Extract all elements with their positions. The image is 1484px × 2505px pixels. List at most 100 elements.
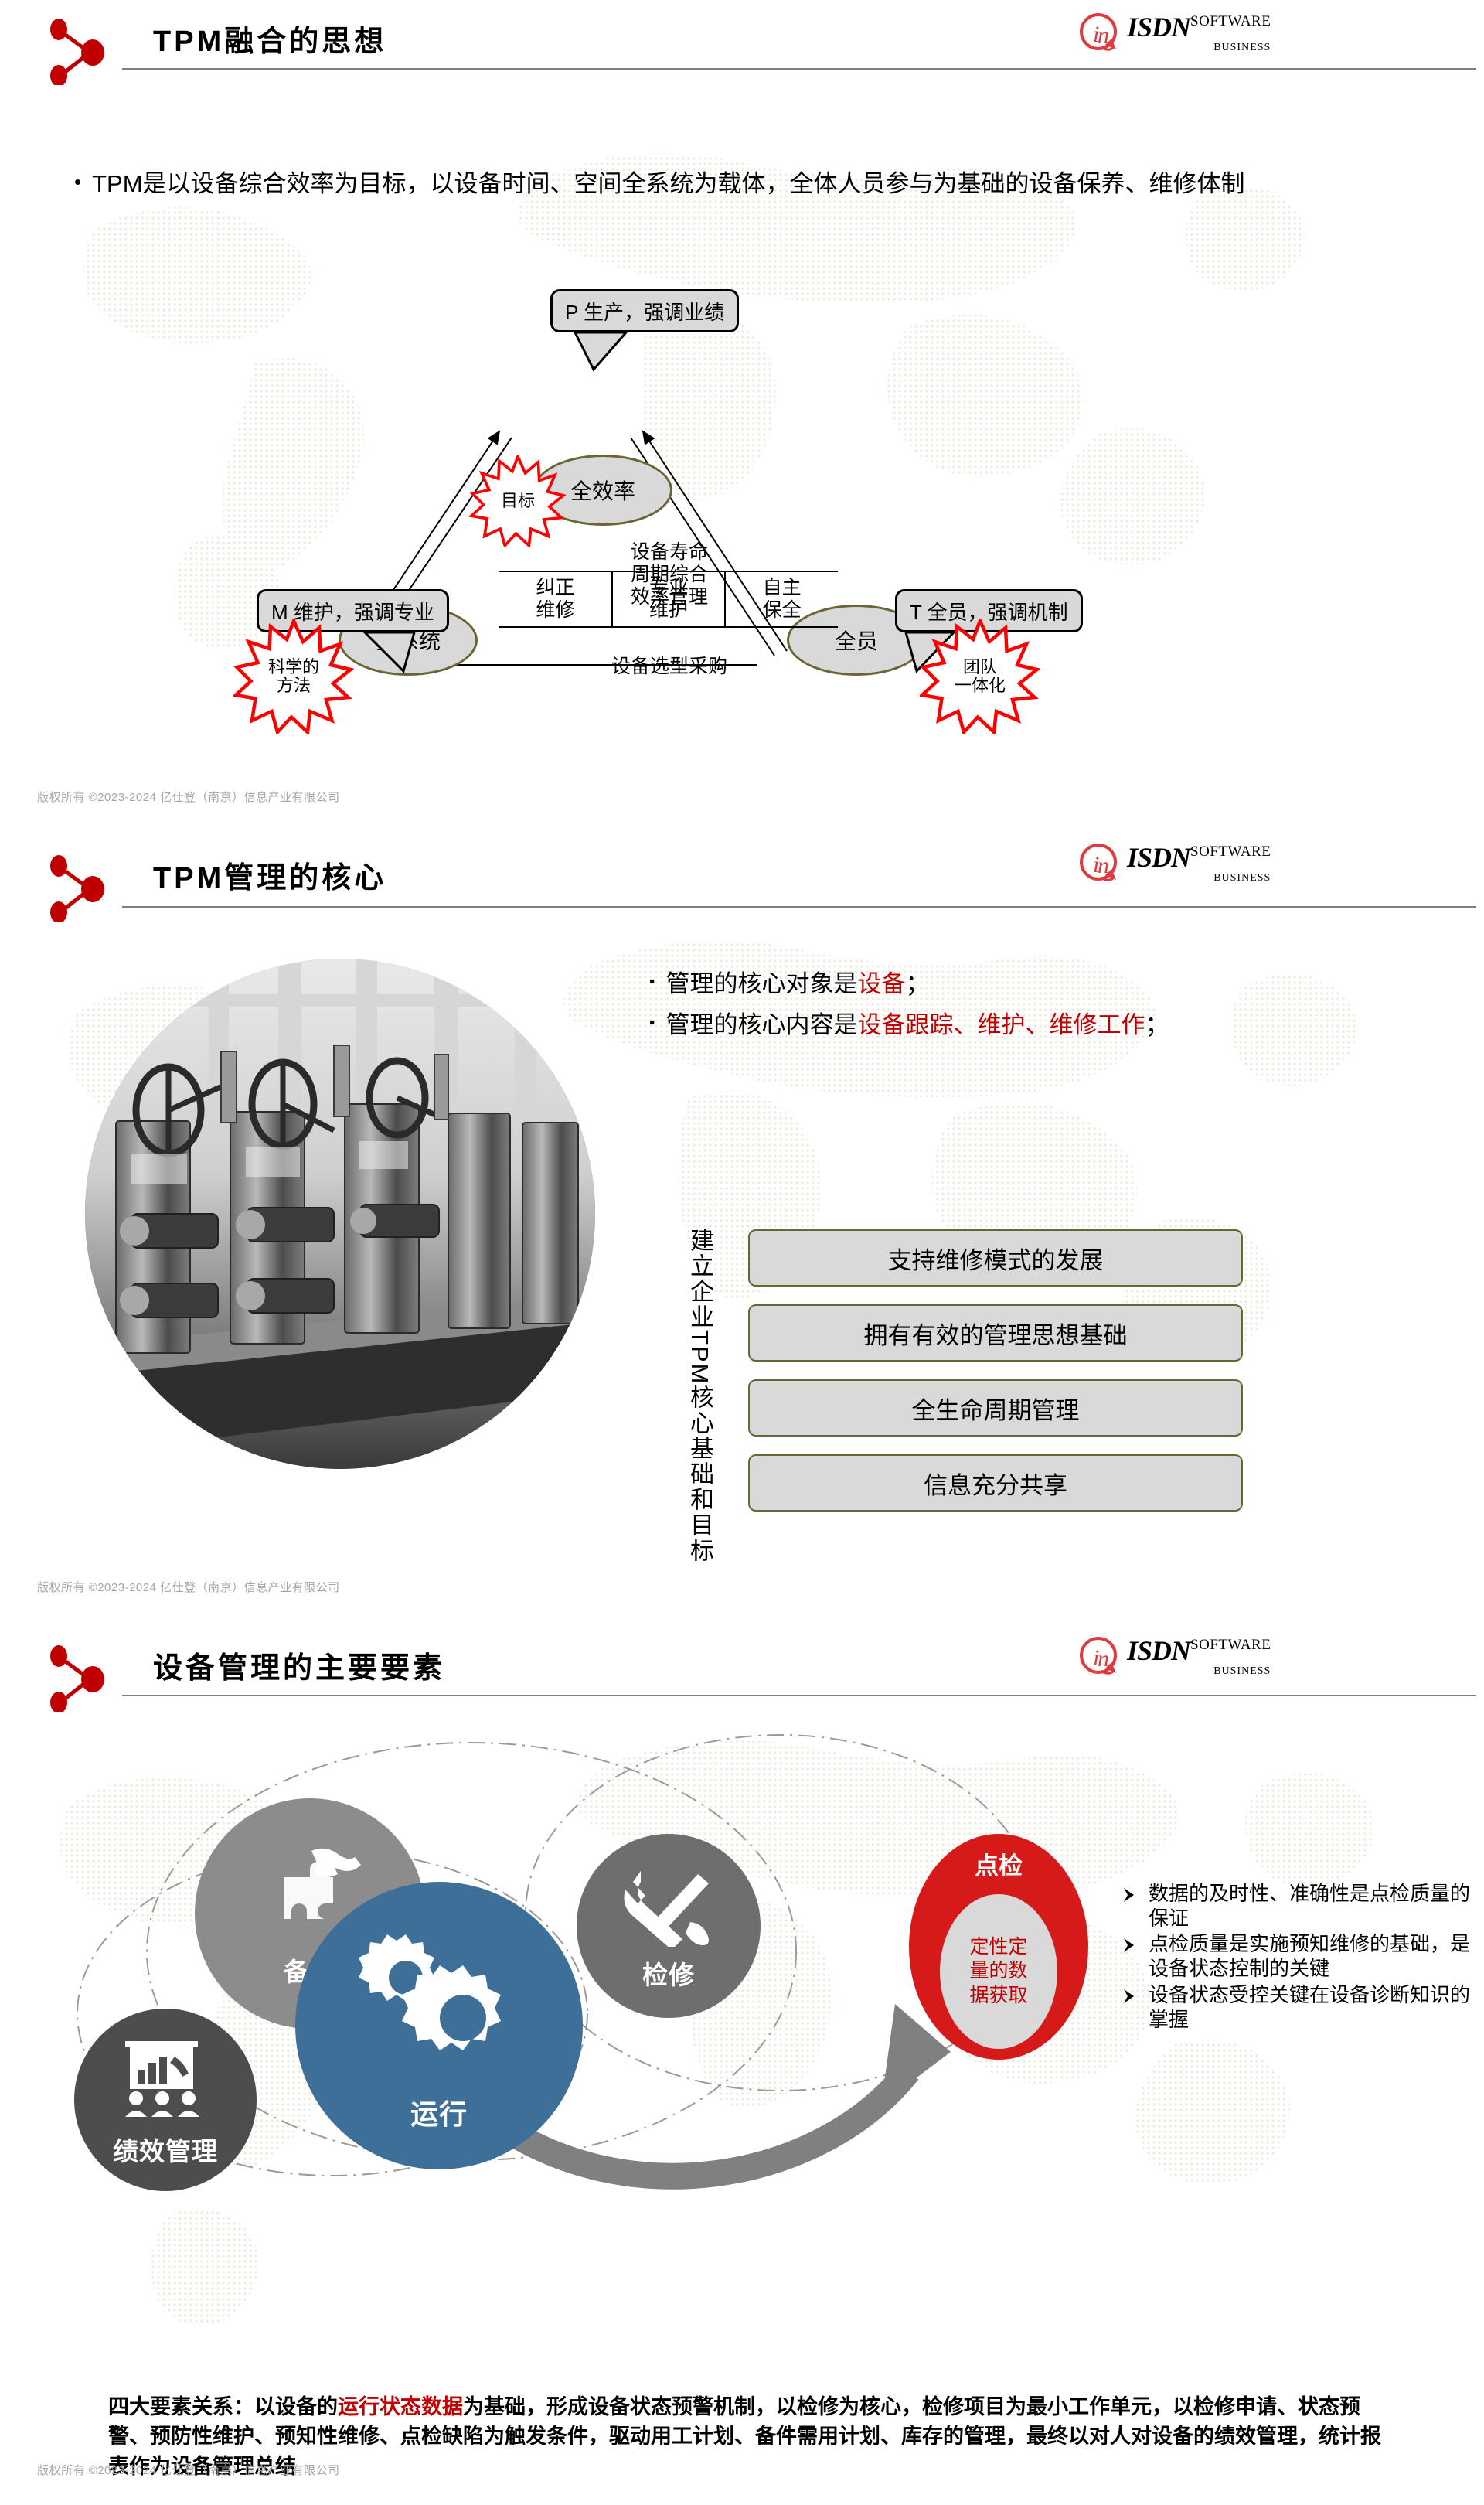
header-divider bbox=[122, 68, 1476, 70]
bullet-marker: ▪ bbox=[649, 973, 655, 990]
footer-copyright-1: 版权所有 ©2023-2024 亿仕登（南京）信息产业有限公司 bbox=[37, 791, 340, 804]
presentation-team-icon bbox=[117, 2036, 213, 2118]
list-item: 点检质量是实施预知维修的基础，是设备状态控制的关键 bbox=[1121, 1932, 1484, 1981]
bullet-marker: ▪ bbox=[649, 1013, 655, 1031]
logo-isdn-text-3: ISDN bbox=[1127, 1635, 1191, 1666]
svg-text:i: i bbox=[1093, 1645, 1099, 1671]
chevron-right-icon bbox=[1121, 1932, 1138, 1981]
burst-scientific-method: 科学的 方法 bbox=[233, 619, 354, 734]
logo-business-text-2: BUSINESS bbox=[1213, 872, 1271, 884]
bullet-text: TPM是以设备综合效率为目标，以设备时间、空间全系统为载体，全体人员参与为基础的… bbox=[92, 170, 1245, 197]
header-divider-2 bbox=[122, 906, 1476, 908]
bullet-marker: • bbox=[74, 170, 82, 193]
brand-logo: i n ISDN SOFTWARE BUSINESS bbox=[1077, 11, 1271, 56]
element-circle-repair: 检修 bbox=[577, 1834, 761, 2018]
core-goal-box-2: 拥有有效的管理思想基础 bbox=[748, 1304, 1243, 1362]
inspection-inner-line-1: 定性定 bbox=[969, 1936, 1028, 1958]
logo-business-text-3: BUSINESS bbox=[1213, 1665, 1271, 1677]
note-text: 设备状态受控关键在设备诊断知识的掌握 bbox=[1149, 1982, 1471, 2031]
page-title-2: TPM管理的核心 bbox=[153, 862, 387, 895]
callout-maintenance: M 维护，强调专业 bbox=[257, 589, 449, 632]
page-title: TPM融合的思想 bbox=[153, 26, 387, 58]
svg-text:n: n bbox=[1098, 22, 1109, 48]
bullet-text-highlight: 设备跟踪、维护、维修工作 bbox=[857, 1011, 1145, 1038]
list-item: ▪ 管理的核心内容是设备跟踪、维护、维修工作； bbox=[649, 1007, 1438, 1044]
list-item: ▪ 管理的核心对象是设备； bbox=[649, 966, 1438, 1003]
inspection-inner-line-3: 据获取 bbox=[969, 1984, 1028, 2006]
inspection-title: 点检 bbox=[975, 1852, 1023, 1880]
puzzle-hand-icon bbox=[257, 1846, 362, 1933]
bullet-text-pre: 管理的核心内容是 bbox=[665, 1011, 858, 1038]
svg-text:i: i bbox=[1093, 852, 1099, 878]
logo-software-text-3: SOFTWARE bbox=[1190, 1637, 1271, 1653]
footer-copyright-2: 版权所有 ©2023-2024 亿仕登（南京）信息产业有限公司 bbox=[37, 1581, 340, 1594]
svg-text:i: i bbox=[1093, 22, 1099, 47]
factory-machinery-photo bbox=[85, 959, 595, 1469]
brand-logo-3: i n ISDN SOFTWARE BUSINESS bbox=[1077, 1634, 1271, 1679]
element-label-performance: 绩效管理 bbox=[113, 2137, 218, 2166]
callout-tail-right bbox=[904, 631, 957, 673]
footer-copyright-3: 版权所有 ©2023-2024 亿仕登（南京）信息产业有限公司 bbox=[37, 2464, 340, 2477]
callout-allstaff: T 全员，强调机制 bbox=[895, 589, 1083, 632]
element-circle-operation: 运行 bbox=[295, 1882, 583, 2169]
isdn-in-circle-icon: i n bbox=[1077, 11, 1122, 56]
slide-tpm-philosophy: TPM融合的思想 i n ISDN SOFTWARE BUSINESS bbox=[0, 0, 1484, 835]
decorative-node-mark-icon-2 bbox=[45, 855, 119, 922]
inspection-inner-line-2: 量的数 bbox=[969, 1960, 1028, 1982]
bullet-text-highlight: 设备 bbox=[857, 970, 906, 997]
callout-tail-left bbox=[363, 631, 416, 673]
chevron-right-icon bbox=[1121, 1882, 1138, 1931]
decorative-node-mark-icon bbox=[45, 19, 119, 85]
burst-goal: 目标 bbox=[467, 455, 569, 547]
svg-text:n: n bbox=[1098, 1646, 1109, 1672]
burst-team-integration-label: 团队 一体化 bbox=[954, 656, 1006, 695]
diagram-cell-autonomous: 自主 保全 bbox=[762, 577, 802, 621]
list-item: 设备状态受控关键在设备诊断知识的掌握 bbox=[1121, 1983, 1484, 2032]
decorative-node-mark-icon-3 bbox=[45, 1645, 119, 1712]
list-item: 数据的及时性、准确性是点检质量的保证 bbox=[1121, 1882, 1484, 1931]
diagram-base-label: 设备选型采购 bbox=[611, 656, 727, 677]
bullet-text-post: ； bbox=[905, 970, 930, 997]
slide2-bullet-list: ▪ 管理的核心对象是设备； ▪ 管理的核心内容是设备跟踪、维护、维修工作； bbox=[649, 966, 1438, 1048]
summary-highlight: 运行状态数据 bbox=[338, 2395, 463, 2418]
bullet-text-post: ； bbox=[1145, 1011, 1169, 1038]
callout-production: P 生产，强调业绩 bbox=[550, 289, 740, 332]
svg-text:n: n bbox=[1098, 853, 1109, 878]
summary-segment-2: 为基础，形成设备状态预警机制，以检修为核心，检修项目为最小工作单元，以检修申请、… bbox=[108, 2395, 1381, 2478]
brand-logo-2: i n ISDN SOFTWARE BUSINESS bbox=[1077, 841, 1271, 886]
bullet-text-pre: 管理的核心对象是 bbox=[665, 970, 858, 997]
diagram-cells-row: 纠正 维修 专业 维护 自主 保全 bbox=[499, 571, 838, 628]
burst-team-integration: 团队 一体化 bbox=[920, 619, 1040, 734]
isdn-in-circle-icon-3: i n bbox=[1077, 1634, 1122, 1679]
logo-business-text: BUSINESS bbox=[1213, 42, 1271, 53]
slide-equipment-elements: 设备管理的主要要素 i n ISDN SOFTWARE BUSINESS bbox=[0, 1627, 1484, 2505]
note-text: 数据的及时性、准确性是点检质量的保证 bbox=[1149, 1882, 1471, 1930]
header-divider-3 bbox=[122, 1695, 1476, 1696]
core-goal-box-4: 信息充分共享 bbox=[748, 1454, 1243, 1512]
element-label-operation: 运行 bbox=[410, 2098, 468, 2130]
isdn-in-circle-icon-2: i n bbox=[1077, 841, 1122, 886]
logo-software-text: SOFTWARE bbox=[1190, 13, 1271, 29]
slide-tpm-core: TPM管理的核心 i n ISDN SOFTWARE BUSINESS bbox=[0, 835, 1484, 1627]
inspection-donut-inner: 定性定 量的数 据获取 bbox=[940, 1894, 1057, 2049]
logo-isdn-text-2: ISDN bbox=[1127, 842, 1191, 873]
page-title-3: 设备管理的主要要素 bbox=[153, 1652, 446, 1685]
core-goal-box-list: 支持维修模式的发展 拥有有效的管理思想基础 全生命周期管理 信息充分共享 bbox=[748, 1229, 1243, 1529]
diagram-center-label: 设备寿命 周期综合 效率管理 bbox=[630, 541, 708, 608]
burst-goal-label: 目标 bbox=[500, 490, 535, 510]
vertical-axis-label: 建立企业TPM核心基础和目标 bbox=[686, 1228, 713, 1564]
logo-isdn-text: ISDN bbox=[1127, 12, 1191, 43]
chevron-right-icon bbox=[1121, 1983, 1138, 2032]
gears-icon bbox=[358, 1931, 520, 2058]
callout-tail-top bbox=[573, 331, 629, 372]
element-label-repair: 检修 bbox=[642, 1961, 695, 1989]
diagram-cell-corrective: 纠正 维修 bbox=[499, 572, 613, 626]
slide1-bullet-paragraph: • TPM是以设备综合效率为目标，以设备时间、空间全系统为载体，全体人员参与为基… bbox=[74, 169, 1419, 199]
core-goal-box-1: 支持维修模式的发展 bbox=[748, 1229, 1243, 1287]
summary-segment-1: 四大要素关系：以设备的 bbox=[108, 2395, 338, 2418]
element-circle-performance: 绩效管理 bbox=[74, 2009, 257, 2191]
diagram-cell-professional: 专业 维护 bbox=[613, 572, 727, 626]
burst-scientific-method-label: 科学的 方法 bbox=[267, 656, 319, 695]
wrench-screwdriver-icon bbox=[624, 1866, 713, 1947]
core-goal-box-3: 全生命周期管理 bbox=[748, 1379, 1243, 1437]
